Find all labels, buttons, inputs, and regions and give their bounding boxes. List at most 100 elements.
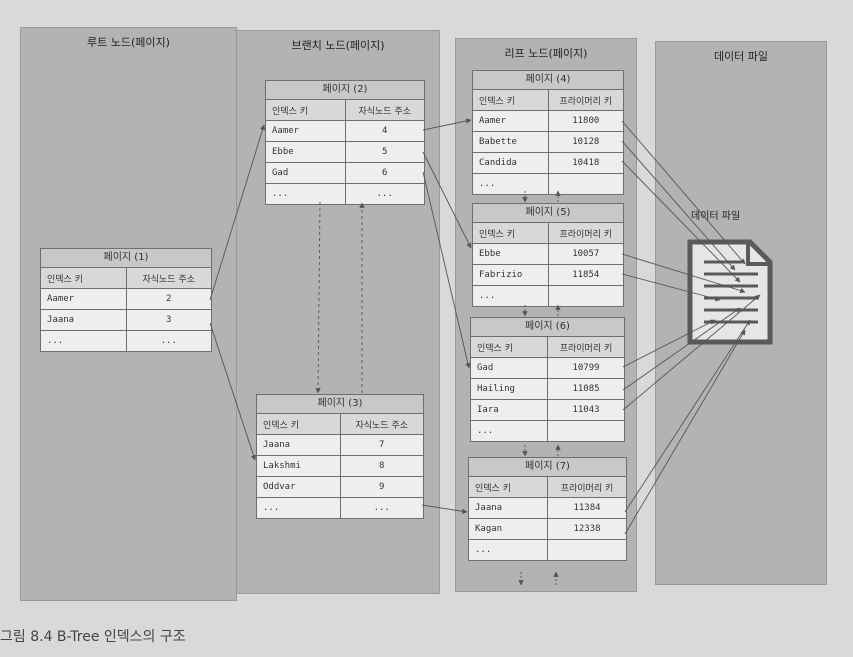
index-key-cell: Iara bbox=[471, 399, 548, 421]
index-key-cell: Ebbe bbox=[473, 243, 548, 265]
arrow-page-3-to-page-7 bbox=[421, 504, 468, 514]
arrow-babette-to-data bbox=[621, 140, 736, 271]
primary-key-header: 프라이머리 키 bbox=[547, 477, 626, 498]
page-4-title: 페이지 (4) bbox=[473, 71, 623, 90]
index-key-header: 인덱스 키 bbox=[41, 268, 126, 289]
child-addr-cell: ... bbox=[339, 497, 423, 518]
index-key-cell: ... bbox=[479, 179, 496, 189]
child-addr-header: 자식노드 주소 bbox=[339, 414, 423, 435]
branch-node-lane-title: 브랜치 노드(페이지) bbox=[291, 39, 385, 52]
index-key-header: 인덱스 키 bbox=[471, 337, 548, 358]
page-4-row: ... bbox=[473, 173, 623, 194]
child-addr-cell: 6 bbox=[344, 162, 424, 184]
primary-key-cell: 12338 bbox=[547, 518, 626, 540]
primary-key-cell: 10057 bbox=[547, 243, 623, 265]
data-file-lane-title: 데이터 파일 bbox=[713, 50, 769, 63]
index-key-header: 인덱스 키 bbox=[266, 100, 345, 121]
primary-key-cell bbox=[547, 173, 623, 194]
index-key-cell: Aamer bbox=[473, 110, 548, 132]
child-addr-cell: 4 bbox=[344, 120, 424, 142]
figure-caption: 그림 8.4 B-Tree 인덱스의 구조 bbox=[0, 629, 186, 645]
arrow-root-to-page-2 bbox=[209, 124, 266, 301]
index-key-header: 인덱스 키 bbox=[473, 223, 548, 244]
index-key-cell: ... bbox=[479, 291, 496, 301]
index-key-cell: ... bbox=[263, 503, 280, 513]
page-2-header-row: 인덱스 키 자식노드 주소 bbox=[266, 100, 424, 121]
primary-key-header: 프라이머리 키 bbox=[547, 337, 624, 358]
child-addr-header: 자식노드 주소 bbox=[125, 268, 211, 289]
index-key-cell: Aamer bbox=[41, 288, 126, 310]
arrow-jaana-to-data bbox=[624, 319, 751, 513]
page-5-row: ... bbox=[473, 285, 623, 306]
page-6-row: ... bbox=[471, 420, 624, 441]
page-3-row: ...... bbox=[257, 497, 423, 518]
index-key-header: 인덱스 키 bbox=[469, 477, 548, 498]
root-node-lane-title: 루트 노드(페이지) bbox=[87, 36, 170, 49]
index-key-cell: Kagan bbox=[469, 518, 548, 540]
index-key-cell: Oddvar bbox=[257, 476, 340, 498]
arrow-iara-to-data bbox=[622, 294, 761, 411]
index-key-cell: Fabrizio bbox=[473, 264, 548, 286]
arrow-page-2-to-page-6 bbox=[422, 171, 471, 369]
page-6-header-row: 인덱스 키 프라이머리 키 bbox=[471, 337, 624, 358]
child-addr-cell: 9 bbox=[339, 476, 423, 498]
page-1-header-row: 인덱스 키 자식노드 주소 bbox=[41, 268, 211, 289]
arrow-gad-to-data bbox=[622, 319, 716, 368]
index-key-cell: ... bbox=[477, 426, 494, 436]
primary-key-cell bbox=[547, 285, 623, 306]
arrow-fabrizio-to-data bbox=[621, 273, 721, 302]
page-7-header-row: 인덱스 키 프라이머리 키 bbox=[469, 477, 626, 498]
page-4-header-row: 인덱스 키 프라이머리 키 bbox=[473, 90, 623, 111]
page-6-title: 페이지 (6) bbox=[471, 318, 624, 337]
primary-key-cell: 11384 bbox=[547, 497, 626, 519]
child-addr-cell: 5 bbox=[344, 141, 424, 163]
index-key-cell: ... bbox=[272, 189, 289, 199]
arrow-aamer-to-data bbox=[621, 120, 746, 265]
primary-key-cell: 11800 bbox=[547, 110, 623, 132]
primary-key-cell bbox=[547, 420, 624, 441]
child-addr-header: 자식노드 주소 bbox=[344, 100, 424, 121]
primary-key-cell: 10128 bbox=[547, 131, 623, 153]
index-key-cell: Jaana bbox=[41, 309, 126, 331]
page-1-title: 페이지 (1) bbox=[41, 249, 211, 268]
index-key-header: 인덱스 키 bbox=[473, 90, 548, 111]
arrow-page-2-to-page-4 bbox=[422, 118, 472, 131]
index-key-cell: Jaana bbox=[257, 434, 340, 456]
dashed-link-page-2-to-page-3 bbox=[315, 201, 321, 394]
index-key-cell: Ebbe bbox=[266, 141, 345, 163]
index-key-cell: Babette bbox=[473, 131, 548, 153]
primary-key-cell bbox=[547, 539, 626, 560]
index-key-cell: ... bbox=[47, 336, 64, 346]
page-3-header-row: 인덱스 키 자식노드 주소 bbox=[257, 414, 423, 435]
child-addr-cell: 2 bbox=[125, 288, 211, 310]
index-key-cell: Hailing bbox=[471, 378, 548, 400]
primary-key-cell: 10799 bbox=[547, 357, 624, 379]
page-7-title: 페이지 (7) bbox=[469, 458, 626, 477]
index-key-cell: Lakshmi bbox=[257, 455, 340, 477]
index-key-cell: Candida bbox=[473, 152, 548, 174]
